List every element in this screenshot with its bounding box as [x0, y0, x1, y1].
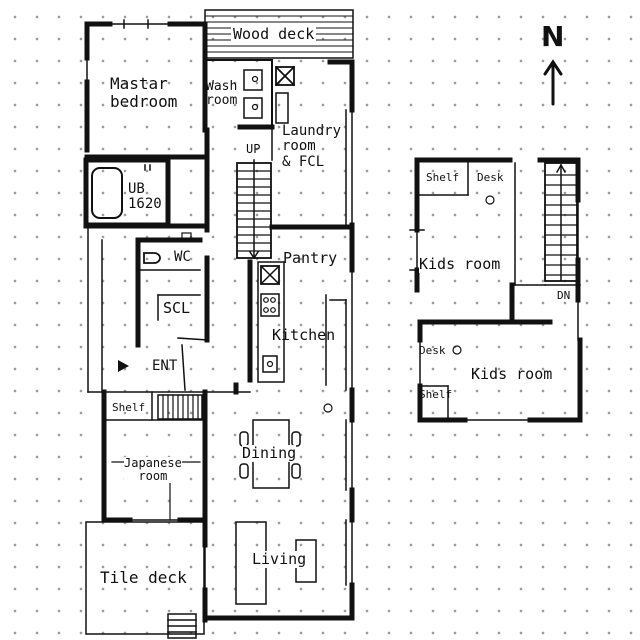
- washing-machine-icon: [274, 65, 296, 87]
- entrance-arrow-icon: [118, 360, 129, 372]
- staircase-2f: [544, 162, 578, 282]
- entrance-label: ENT: [152, 358, 178, 374]
- east-wall: [327, 59, 355, 618]
- wc-label: WC: [174, 249, 191, 265]
- desk-bottom-label: Desk: [419, 344, 446, 357]
- unit-bath-label: UB 1620: [128, 181, 162, 213]
- wc: [135, 232, 203, 293]
- laundry-room-label: Laundry room & FCL: [282, 123, 342, 170]
- wood-deck-label: Wood deck: [231, 25, 317, 43]
- kids-room-2-label: Kids room: [471, 365, 553, 383]
- wood-deck: [204, 9, 354, 59]
- desk-top-label: Desk: [477, 171, 504, 184]
- staircase-japanese: [157, 394, 203, 420]
- wash-room-label: Wash room: [206, 79, 238, 109]
- shelf-bottom-label: Shelf: [419, 388, 453, 401]
- scl-label: SCL: [163, 299, 191, 317]
- dining-label: Dining: [242, 444, 297, 462]
- master-bedroom-label: Mastar bedroom: [110, 74, 178, 111]
- shelf-label: Shelf: [112, 401, 146, 414]
- tile-deck: [85, 521, 205, 639]
- shelf-top-label: Shelf: [426, 171, 460, 184]
- staircase-1f: [236, 159, 272, 260]
- up-label: UP: [246, 142, 261, 156]
- living-label: Living: [252, 550, 307, 568]
- kitchen-counter: [257, 261, 285, 383]
- shoe-closet: [135, 287, 210, 391]
- kids-room-1-label: Kids room: [419, 255, 501, 273]
- north-label: N: [541, 20, 565, 53]
- wash-room: [204, 59, 275, 130]
- tile-deck-label: Tile deck: [100, 568, 187, 587]
- kitchen-label: Kitchen: [272, 326, 336, 344]
- japanese-room-label: Japanese room: [124, 456, 182, 484]
- master-bedroom-walls: [84, 21, 210, 160]
- north-arrow-icon: [543, 59, 563, 106]
- first-floor-plan: [83, 9, 355, 639]
- dn-label: DN: [557, 289, 571, 302]
- second-floor-plan: [409, 157, 583, 423]
- pantry-label: Pantry: [283, 249, 338, 267]
